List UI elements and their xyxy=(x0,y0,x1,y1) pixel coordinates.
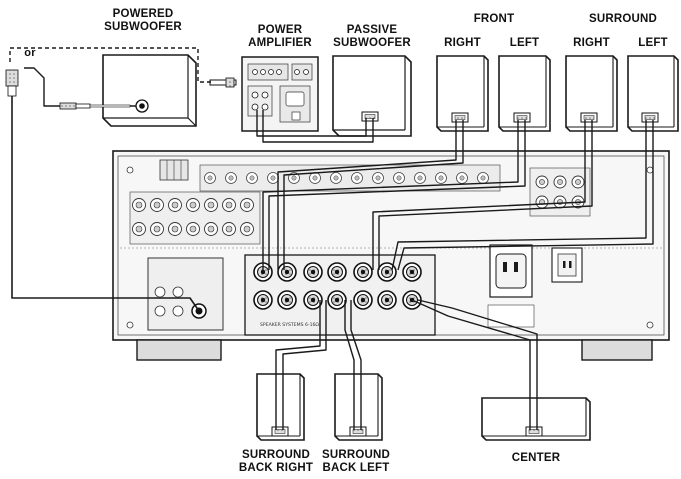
left-rca-plug xyxy=(5,69,19,97)
center-label: CENTER xyxy=(511,452,561,464)
passive-subwoofer-label: PASSIVE SUBWOOFER xyxy=(333,24,411,49)
receiver-foot-right xyxy=(581,339,653,361)
surround-back-right-speaker xyxy=(256,373,305,441)
front-right-label: RIGHT xyxy=(444,37,481,49)
subwoofer-rca-plug xyxy=(59,102,131,110)
center-speaker xyxy=(481,397,591,441)
dashed-alternative-link xyxy=(9,47,212,83)
front-label: FRONT xyxy=(473,13,515,25)
speaker-systems-label: SPEAKER SYSTEMS 6-16Ω xyxy=(260,322,319,328)
surround-right-label: RIGHT xyxy=(573,37,610,49)
surround-back-left-speaker xyxy=(334,373,383,441)
receiver-foot-left xyxy=(136,339,222,361)
powered-subwoofer-label: POWERED SUBWOOFER xyxy=(104,8,182,33)
or-label: or xyxy=(24,47,36,59)
front-right-speaker xyxy=(436,55,489,132)
surround-left-speaker xyxy=(627,55,679,132)
surround-back-left-label: SURROUND BACK LEFT xyxy=(321,449,391,474)
surround-right-speaker xyxy=(565,55,618,132)
front-left-speaker xyxy=(498,55,551,132)
passive-subwoofer xyxy=(332,55,412,137)
power-amp-rca-plug xyxy=(209,77,237,88)
power-amplifier xyxy=(241,56,319,132)
surround-left-label: LEFT xyxy=(638,37,668,49)
speaker-cables xyxy=(11,67,654,430)
surround-label: SURROUND xyxy=(588,13,658,25)
surround-back-right-label: SURROUND BACK RIGHT xyxy=(238,449,314,474)
front-left-label: LEFT xyxy=(509,37,540,49)
power-amplifier-label: POWER AMPLIFIER xyxy=(248,24,312,49)
powered-subwoofer xyxy=(102,54,197,127)
